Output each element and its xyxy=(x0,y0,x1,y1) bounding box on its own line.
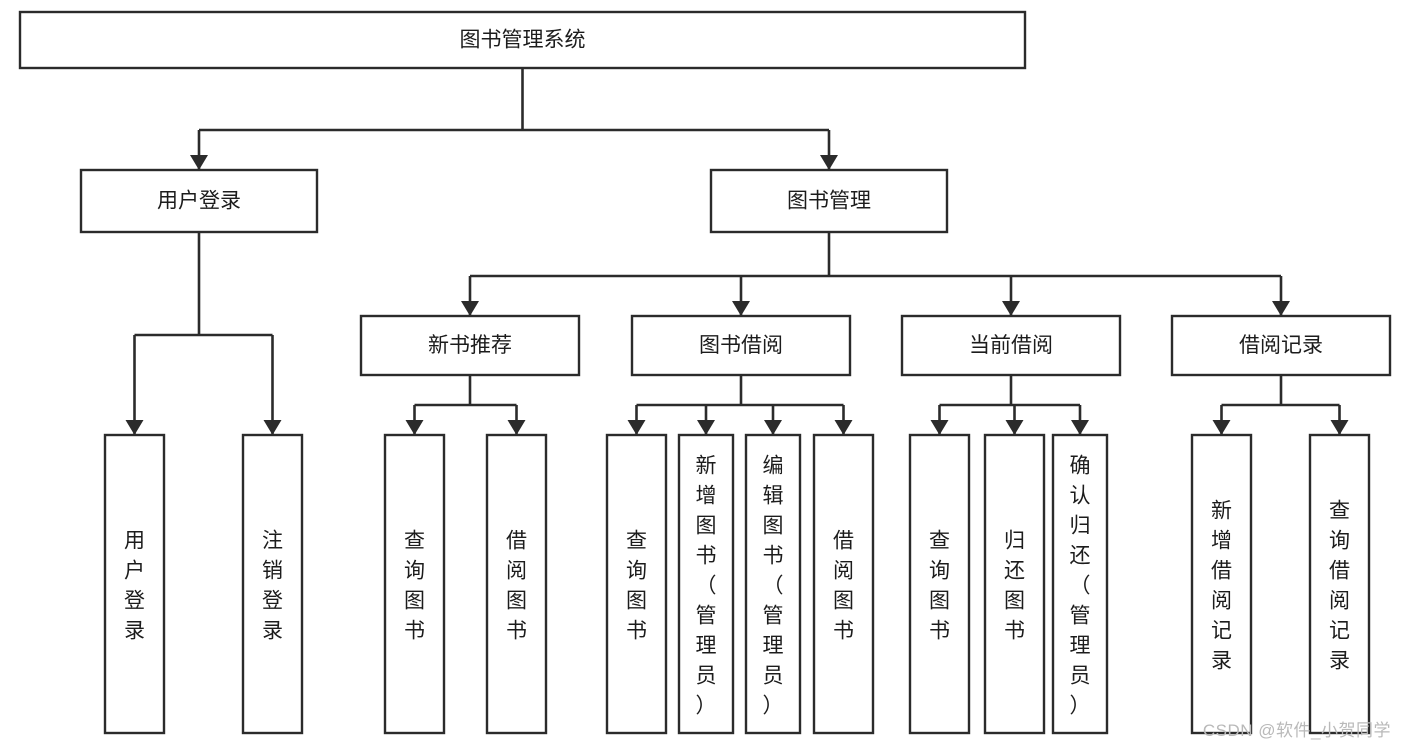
node-box-new-book-rec xyxy=(359,314,581,377)
node-box-leaf-current-confirm-return xyxy=(1051,433,1109,735)
node-box-leaf-record-add xyxy=(1190,433,1253,735)
node-label-new-book-rec: 新书推荐 xyxy=(428,334,512,357)
arrow-head-book-borrow-2 xyxy=(764,420,782,435)
node-box-leaf-current-query-book xyxy=(908,433,971,735)
node-label-leaf-user-logout: 注销登录 xyxy=(262,529,283,642)
node-label-current-borrow: 当前借阅 xyxy=(969,334,1053,357)
node-leaf-rec-borrow-book[interactable]: 借阅图书 xyxy=(485,433,548,735)
node-new-book-rec[interactable]: 新书推荐 xyxy=(359,314,581,377)
node-leaf-current-query-book[interactable]: 查询图书 xyxy=(908,433,971,735)
arrow-head-current-borrow-0 xyxy=(930,420,949,435)
node-borrow-record[interactable]: 借阅记录 xyxy=(1170,314,1392,377)
arrow-head-book-manage-3 xyxy=(1272,301,1290,316)
node-label-leaf-current-confirm-return: 确认归还（管理员） xyxy=(1070,454,1091,717)
node-book-borrow[interactable]: 图书借阅 xyxy=(630,314,852,377)
arrow-head-new-book-rec-0 xyxy=(405,420,424,435)
arrow-head-root-1 xyxy=(820,155,838,170)
arrow-head-book-manage-0 xyxy=(461,301,479,316)
node-box-leaf-user-login xyxy=(103,433,166,735)
node-box-leaf-rec-query-book xyxy=(383,433,446,735)
node-box-user-login xyxy=(79,168,319,234)
node-box-leaf-borrow-query-book xyxy=(605,433,668,735)
arrow-head-borrow-record-1 xyxy=(1330,420,1349,435)
node-leaf-current-confirm-return[interactable]: 确认归还（管理员） xyxy=(1051,433,1109,735)
node-box-leaf-borrow-edit-book xyxy=(744,433,802,735)
arrow-head-book-borrow-1 xyxy=(697,420,715,435)
node-label-borrow-record: 借阅记录 xyxy=(1239,334,1323,357)
node-user-login[interactable]: 用户登录 xyxy=(79,168,319,234)
node-box-leaf-rec-borrow-book xyxy=(485,433,548,735)
arrow-head-new-book-rec-1 xyxy=(507,420,526,435)
node-leaf-record-add[interactable]: 新增借阅记录 xyxy=(1190,433,1253,735)
node-label-leaf-rec-query-book: 查询图书 xyxy=(404,529,425,642)
node-leaf-user-logout[interactable]: 注销登录 xyxy=(241,433,304,735)
node-leaf-rec-query-book[interactable]: 查询图书 xyxy=(383,433,446,735)
node-label-leaf-record-query: 查询借阅记录 xyxy=(1329,499,1350,672)
node-leaf-current-return-book[interactable]: 归还图书 xyxy=(983,433,1046,735)
node-current-borrow[interactable]: 当前借阅 xyxy=(900,314,1122,377)
node-label-leaf-record-add: 新增借阅记录 xyxy=(1211,499,1232,672)
node-label-leaf-current-query-book: 查询图书 xyxy=(929,529,950,642)
arrow-head-book-borrow-3 xyxy=(834,420,853,435)
node-label-user-login: 用户登录 xyxy=(157,190,241,213)
node-label-leaf-current-return-book: 归还图书 xyxy=(1004,529,1025,642)
node-box-leaf-borrow-add-book xyxy=(677,433,735,735)
node-label-book-borrow: 图书借阅 xyxy=(699,334,783,357)
node-box-borrow-record xyxy=(1170,314,1392,377)
node-label-leaf-borrow-edit-book: 编辑图书（管理员） xyxy=(763,454,784,717)
node-label-leaf-rec-borrow-book: 借阅图书 xyxy=(506,529,527,642)
node-box-leaf-borrow-borrow-book xyxy=(812,433,875,735)
arrow-head-current-borrow-1 xyxy=(1005,420,1024,435)
node-box-leaf-record-query xyxy=(1308,433,1371,735)
node-label-root: 图书管理系统 xyxy=(460,29,586,52)
arrow-head-borrow-record-0 xyxy=(1212,420,1231,435)
node-box-root xyxy=(18,10,1027,70)
arrow-head-book-borrow-0 xyxy=(627,420,646,435)
arrow-head-current-borrow-2 xyxy=(1071,420,1089,435)
arrow-head-user-login-1 xyxy=(263,420,282,435)
node-label-leaf-borrow-query-book: 查询图书 xyxy=(626,529,647,642)
arrow-head-root-0 xyxy=(190,155,208,170)
csdn-watermark: CSDN @软件_小贺同学 xyxy=(1202,721,1391,740)
node-box-leaf-current-return-book xyxy=(983,433,1046,735)
node-leaf-borrow-query-book[interactable]: 查询图书 xyxy=(605,433,668,735)
node-book-manage[interactable]: 图书管理 xyxy=(709,168,949,234)
node-leaf-borrow-add-book[interactable]: 新增图书（管理员） xyxy=(677,433,735,735)
node-leaf-record-query[interactable]: 查询借阅记录 xyxy=(1308,433,1371,735)
node-label-leaf-user-login: 用户登录 xyxy=(124,529,145,642)
node-label-leaf-borrow-add-book: 新增图书（管理员） xyxy=(696,454,717,717)
node-box-book-manage xyxy=(709,168,949,234)
node-box-current-borrow xyxy=(900,314,1122,377)
node-leaf-borrow-edit-book[interactable]: 编辑图书（管理员） xyxy=(744,433,802,735)
node-layer: 图书管理系统用户登录图书管理新书推荐图书借阅当前借阅借阅记录用户登录注销登录查询… xyxy=(18,10,1392,735)
node-box-leaf-user-logout xyxy=(241,433,304,735)
node-box-book-borrow xyxy=(630,314,852,377)
arrow-head-book-manage-2 xyxy=(1002,301,1020,316)
node-label-book-manage: 图书管理 xyxy=(787,190,871,213)
connector-layer xyxy=(125,68,1349,435)
arrow-head-user-login-0 xyxy=(125,420,144,435)
node-leaf-user-login[interactable]: 用户登录 xyxy=(103,433,166,735)
arrow-head-book-manage-1 xyxy=(732,301,750,316)
node-root[interactable]: 图书管理系统 xyxy=(18,10,1027,70)
node-leaf-borrow-borrow-book[interactable]: 借阅图书 xyxy=(812,433,875,735)
node-label-leaf-borrow-borrow-book: 借阅图书 xyxy=(833,529,854,642)
